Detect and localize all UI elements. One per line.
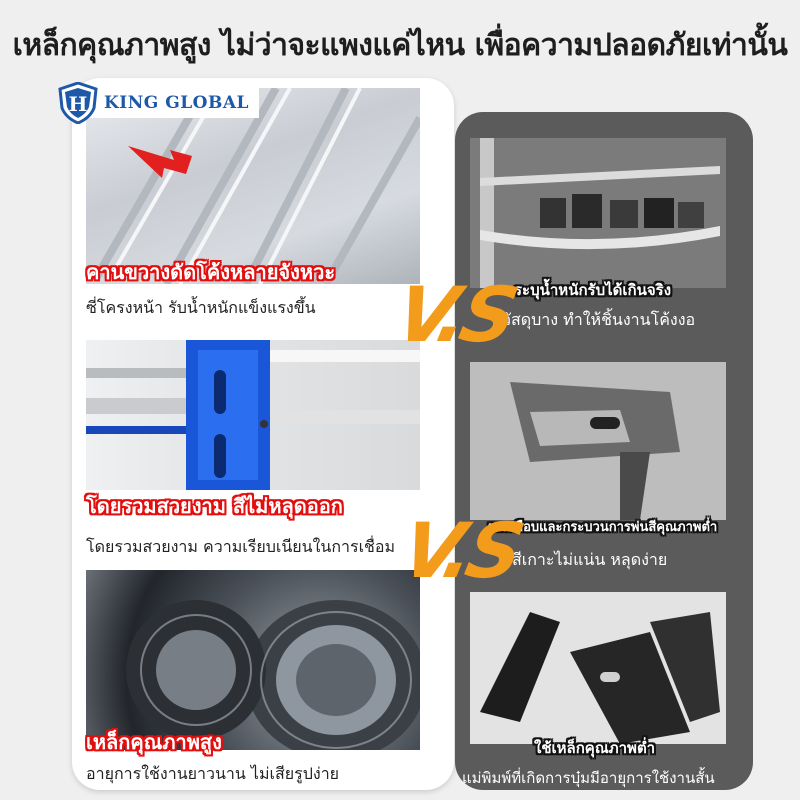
blue-frame-photo: [86, 340, 420, 490]
left-subtitle-2: โดยรวมสวยงาม ความเรียบเนียนในการเชื่อม: [86, 537, 396, 556]
left-title-3: เหล็กคุณภาพสูง: [86, 730, 222, 754]
page-headline: เหล็กคุณภาพสูง ไม่ว่าจะแพงแค่ไหน เพื่อคว…: [12, 28, 788, 63]
bent-beam-photo: [86, 88, 420, 284]
right-title-1: ระบุน้ำหนักรับได้เกินจริง: [514, 281, 672, 299]
logo-letter: H: [69, 92, 88, 116]
vs-badge-1: V.S: [388, 270, 521, 359]
steel-coil-photo: [86, 570, 420, 750]
right-title-2: ผงเคลือบและกระบวนการพ่นสีคุณภาพต่ำ: [488, 520, 718, 535]
vs-badge-2: V.S: [394, 506, 527, 595]
left-subtitle-1: ซี่โครงหน้า รับน้ำหนักแข็งแรงขึ้น: [86, 298, 316, 317]
right-subtitle-1: วัสดุบาง ทำให้ชิ้นงานโค้งงอ: [502, 310, 696, 329]
left-title-1: คานขวางดัดโค้งหลายจังหวะ: [86, 260, 336, 284]
right-subtitle-3: แม่พิมพ์ที่เกิดการบุ๋มมีอายุการใช้งานสั้…: [462, 769, 715, 787]
sagging-shelf-photo: [470, 138, 726, 288]
red-arrow-icon: [128, 146, 192, 178]
left-title-2: โดยรวมสวยงาม สีไม่หลุดออก: [86, 494, 343, 518]
logo-text: KING GLOBAL: [88, 88, 259, 118]
shield-logo-icon: H: [58, 81, 98, 125]
right-title-3: ใช้เหล็กคุณภาพต่ำ: [534, 739, 656, 757]
weak-steel-photo: [470, 592, 726, 744]
brand-logo: H KING GLOBAL: [58, 81, 259, 125]
peeling-paint-photo: [470, 362, 726, 520]
left-subtitle-3: อายุการใช้งานยาวนาน ไม่เสียรูปง่าย: [86, 764, 340, 783]
right-subtitle-2: สีเกาะไม่แน่น หลุดง่าย: [512, 550, 668, 569]
